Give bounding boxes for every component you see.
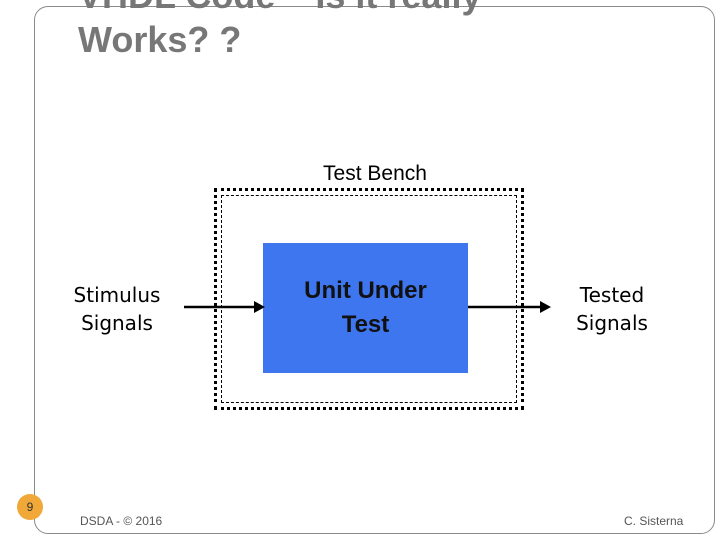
page-number: 9 [26, 500, 34, 514]
output-arrow [468, 301, 551, 313]
unit-under-test-box: Unit Under Test [263, 243, 468, 373]
footer-author: C. Sisterna [624, 514, 684, 528]
slide-title: VHDL Code – Is it really Works? ? [78, 0, 481, 62]
slide-title-line-2: Works? ? [78, 19, 242, 60]
unit-under-test-label: Unit Under Test [304, 277, 427, 338]
slide-title-line-1: VHDL Code – Is it really [78, 0, 481, 18]
stimulus-signals-label: Stimulus Signals [73, 283, 161, 335]
input-arrow [184, 301, 265, 313]
test-bench-frame [214, 188, 524, 410]
footer-copyright: DSDA - © 2016 [80, 514, 163, 528]
test-bench-label: Test Bench [323, 162, 427, 185]
page-number-badge: 9 [17, 494, 43, 520]
slide-frame [34, 6, 715, 534]
tested-signals-label: Tested Signals [576, 283, 648, 335]
